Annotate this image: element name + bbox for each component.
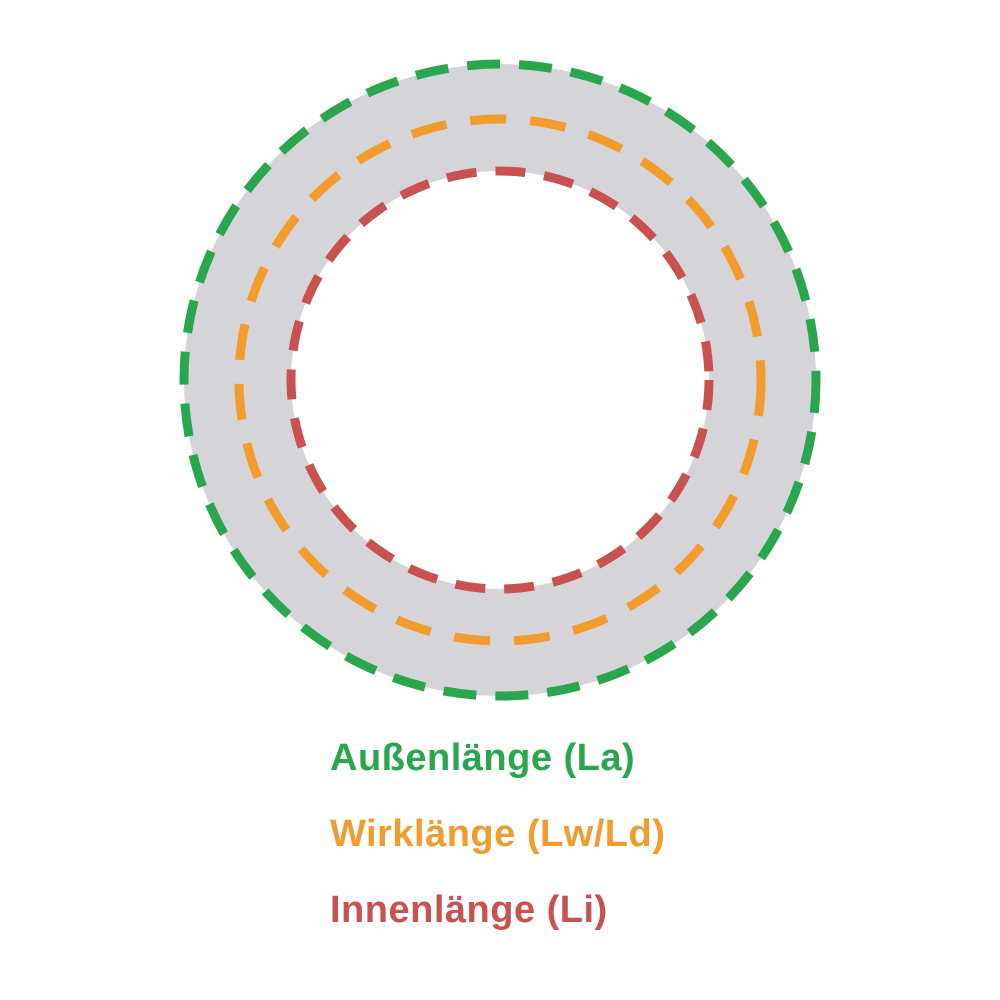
outer-length-circle — [179, 59, 821, 701]
inner-length-circle — [286, 166, 714, 594]
legend-outer-length-label: Außenlänge (La) — [330, 737, 636, 779]
legend-effective-length-label: Wirklänge (Lw/Ld) — [330, 813, 666, 855]
legend-inner-length-label: Innenlänge (Li) — [330, 889, 608, 931]
legend: Außenlänge (La) Wirklänge (Lw/Ld) Innenl… — [330, 737, 665, 932]
effective-length-circle — [234, 114, 766, 646]
